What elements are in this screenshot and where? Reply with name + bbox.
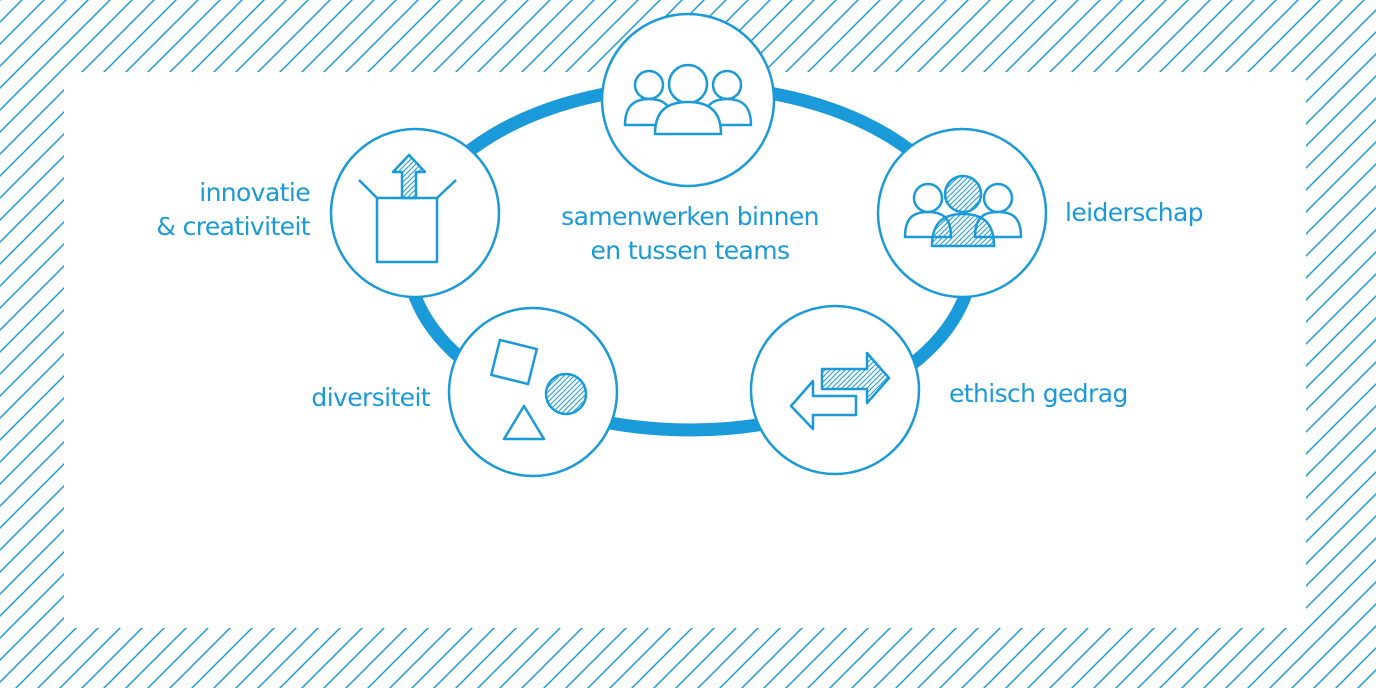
node-innovatie [329, 127, 501, 299]
innovatie-label-line-2: & creativiteit [156, 212, 310, 241]
box-with-up-arrow-icon [358, 153, 457, 264]
mixed-shapes-icon [489, 338, 588, 441]
diversiteit-label: diversiteit [311, 383, 430, 412]
center-label-line-1: samenwerken binnen [561, 202, 819, 231]
leader-group-icon [903, 174, 1023, 248]
innovatie-label: innovatie & creativiteit [110, 176, 310, 244]
node-teams [600, 12, 776, 188]
leiderschap-label: leiderschap [1065, 198, 1204, 227]
ethisch-gedrag-label: ethisch gedrag [949, 379, 1128, 408]
node-leiderschap [876, 127, 1048, 299]
innovatie-label-line-1: innovatie [199, 178, 310, 207]
node-diversiteit [447, 306, 619, 478]
two-way-arrows-icon [789, 351, 891, 431]
people-group-icon [623, 63, 753, 136]
center-label-line-2: en tussen teams [590, 236, 791, 265]
node-ethisch-gedrag [749, 304, 921, 476]
center-label: samenwerken binnen en tussen teams [540, 200, 840, 268]
